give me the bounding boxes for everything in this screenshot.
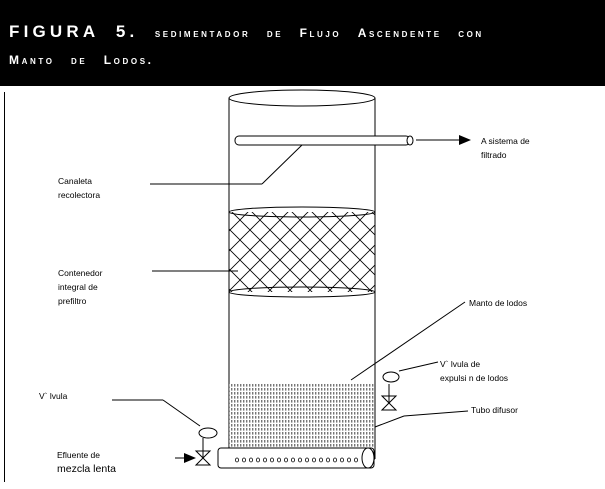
figure-title-line-1: FIGURA 5. Sedimentador de Flujo Ascenden…	[9, 22, 484, 42]
label-efluente-line-1: Efluente de	[57, 450, 100, 460]
prefilter-net	[228, 206, 376, 298]
title-word: Flujo	[299, 26, 342, 40]
diffuser-tube	[217, 447, 375, 469]
leader-lines	[112, 144, 469, 428]
label-efluente-line-2: mezcla lenta	[57, 463, 116, 475]
label-valvula: V` lvula	[39, 391, 68, 401]
label-canaleta-line-2: recolectora	[58, 190, 100, 200]
inlet-valve	[194, 427, 218, 466]
label-manto-de-lodos: Manto de lodos	[469, 298, 527, 308]
sludge-valve	[380, 371, 400, 411]
label-contenedor-line-3: prefiltro	[58, 296, 87, 306]
label-valvula-expulsion-line-2: expulsi n de lodos	[440, 373, 508, 383]
figure-header: FIGURA 5. Sedimentador de Flujo Ascenden…	[0, 0, 605, 86]
inlet-arrow	[175, 453, 196, 463]
title-word: Sedimentador	[154, 26, 251, 40]
title-word: Ascendente	[357, 26, 442, 40]
title-word: Lodos.	[103, 53, 154, 67]
title-word: FIGURA	[9, 22, 100, 41]
label-canaleta-line-1: Canaleta	[58, 176, 92, 186]
title-word: 5.	[115, 22, 139, 41]
label-valvula-expulsion-line-1: V` lvula de	[440, 359, 480, 369]
title-word: de	[70, 53, 88, 67]
label-a-sistema-line-2: filtrado	[481, 150, 507, 160]
label-contenedor-line-1: Contenedor	[58, 268, 103, 278]
collector-pipe	[234, 135, 414, 146]
outflow-arrow	[416, 135, 471, 145]
label-contenedor-line-2: integral de	[58, 282, 98, 292]
title-word: con	[458, 26, 484, 40]
figure-title-line-2: Manto de Lodos.	[9, 51, 154, 69]
title-word: de	[266, 26, 284, 40]
sludge-blanket	[229, 383, 375, 455]
label-a-sistema-line-1: A sistema de	[481, 136, 530, 146]
label-tubo-difusor: Tubo difusor	[471, 405, 518, 415]
title-word: Manto	[9, 53, 55, 67]
